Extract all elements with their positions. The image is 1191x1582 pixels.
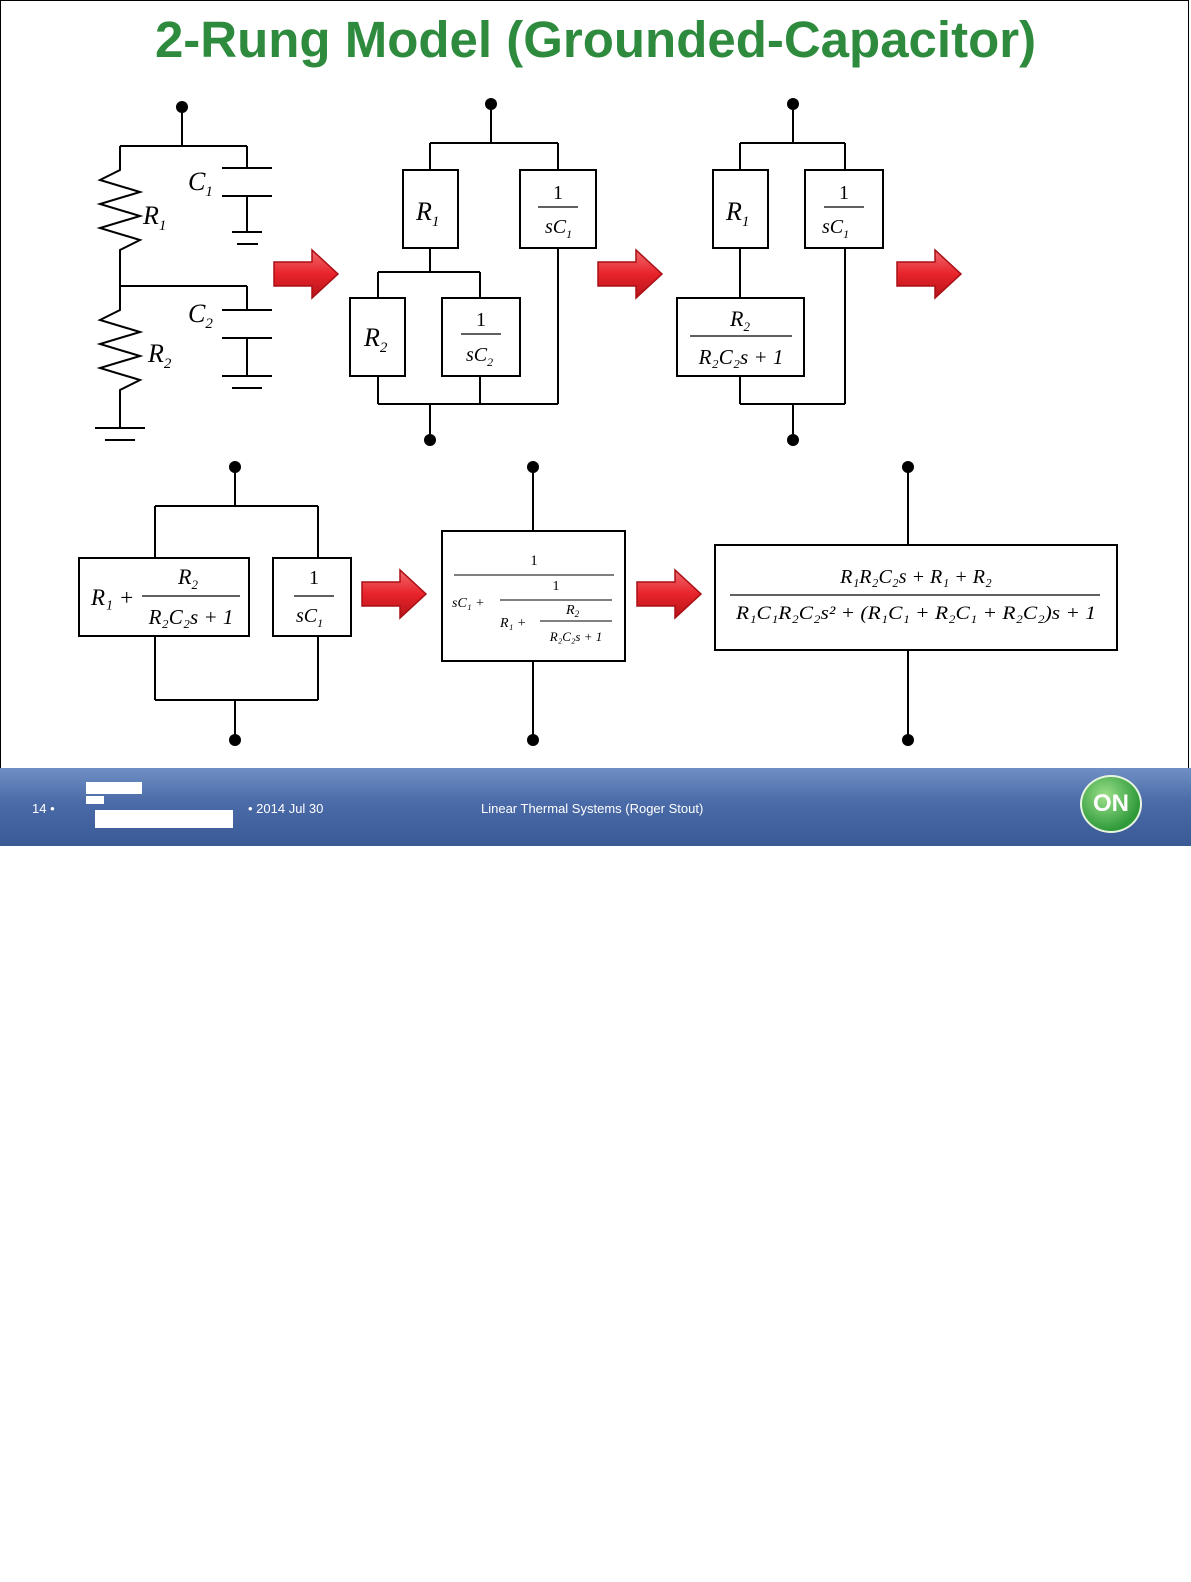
svg-text:R2: R2: [177, 564, 198, 592]
terminal-dot: [787, 434, 799, 446]
svg-text:sC1: sC1: [296, 605, 323, 630]
svg-text:1: 1: [839, 182, 849, 204]
svg-text:sC1: sC1: [822, 216, 849, 241]
label-c2: C2: [188, 299, 213, 332]
footer-date: • 2014 Jul 30: [248, 801, 324, 816]
impedance-box-series: [78, 557, 250, 637]
impedance-box-sc1: [272, 557, 352, 637]
svg-text:sC2: sC2: [466, 344, 493, 369]
resistor-r2: [96, 286, 144, 428]
impedance-box-final: [714, 544, 1118, 651]
on-semiconductor-wordmark: [896, 1572, 1044, 1581]
circuit-3: R1 1 sC1 R2 R₂C₂s + 1: [676, 98, 884, 446]
svg-text:1: 1: [309, 567, 319, 589]
arrow-right-icon: [636, 568, 703, 620]
circuit-diagram: C1 R1 C2 R2 R1: [78, 98, 1118, 746]
footer-title: Linear Thermal Systems (Roger Stout): [481, 801, 704, 816]
svg-text:sC1: sC1: [545, 216, 572, 241]
terminal-dot: [229, 734, 241, 746]
svg-text:sC₁ +: sC₁ +: [452, 596, 485, 611]
svg-text:R₁ +: R₁ +: [90, 585, 134, 610]
footer-bar: 14 • • 2014 Jul 30 Linear Thermal System…: [0, 768, 1191, 1581]
svg-text:1: 1: [476, 309, 486, 331]
terminal-dot: [902, 734, 914, 746]
terminal-dot: [527, 734, 539, 746]
label-c1: C1: [188, 167, 213, 200]
circuit-4: R₁ + R2 R₂C₂s + 1 1 sC1: [78, 461, 352, 746]
arrow-right-icon: [273, 248, 340, 300]
svg-text:1: 1: [553, 579, 560, 594]
terminal-dot: [424, 434, 436, 446]
slide-title: 2-Rung Model (Grounded-Capacitor): [154, 11, 1037, 68]
svg-text:R2: R2: [565, 603, 580, 619]
svg-text:R₂C₂s + 1: R₂C₂s + 1: [148, 605, 234, 629]
svg-text:R₁ +: R₁ +: [499, 616, 526, 631]
svg-text:R₁R₂C₂s + R₁ + R₂: R₁R₂C₂s + R₁ + R₂: [839, 566, 992, 588]
svg-text:R1: R1: [415, 197, 439, 230]
circuit-2: R1 1 sC1 R2 1 sC2: [349, 98, 597, 446]
page-number: 14 •: [32, 801, 55, 816]
on-logo: ON: [1080, 775, 1142, 833]
arrow-right-icon: [597, 248, 664, 300]
label-r2: R2: [147, 339, 172, 372]
label-r1: R1: [142, 201, 166, 234]
svg-text:1: 1: [530, 553, 538, 569]
svg-text:R₁C₁R₂C₂s² + (R₁C₁ + R₂C₁ + R₂: R₁C₁R₂C₂s² + (R₁C₁ + R₂C₁ + R₂C₂)s + 1: [735, 603, 1096, 624]
svg-text:R2: R2: [363, 323, 388, 356]
circuit-5: 1 sC₁ + 1 R₁ + R2 R₂C₂s + 1: [441, 461, 626, 746]
svg-text:R₂C₂s + 1: R₂C₂s + 1: [549, 629, 602, 644]
circuit-6: R₁R₂C₂s + R₁ + R₂ R₁C₁R₂C₂s² + (R₁C₁ + R…: [714, 461, 1118, 746]
svg-text:1: 1: [553, 182, 563, 204]
svg-text:R1: R1: [725, 197, 749, 230]
arrow-right-icon: [896, 248, 963, 300]
svg-text:R2: R2: [729, 306, 750, 334]
svg-text:R₂C₂s + 1: R₂C₂s + 1: [698, 345, 784, 369]
resistor-r1: [96, 146, 144, 286]
circuit-1: C1 R1 C2 R2: [95, 101, 272, 441]
arrow-right-icon: [361, 568, 428, 620]
